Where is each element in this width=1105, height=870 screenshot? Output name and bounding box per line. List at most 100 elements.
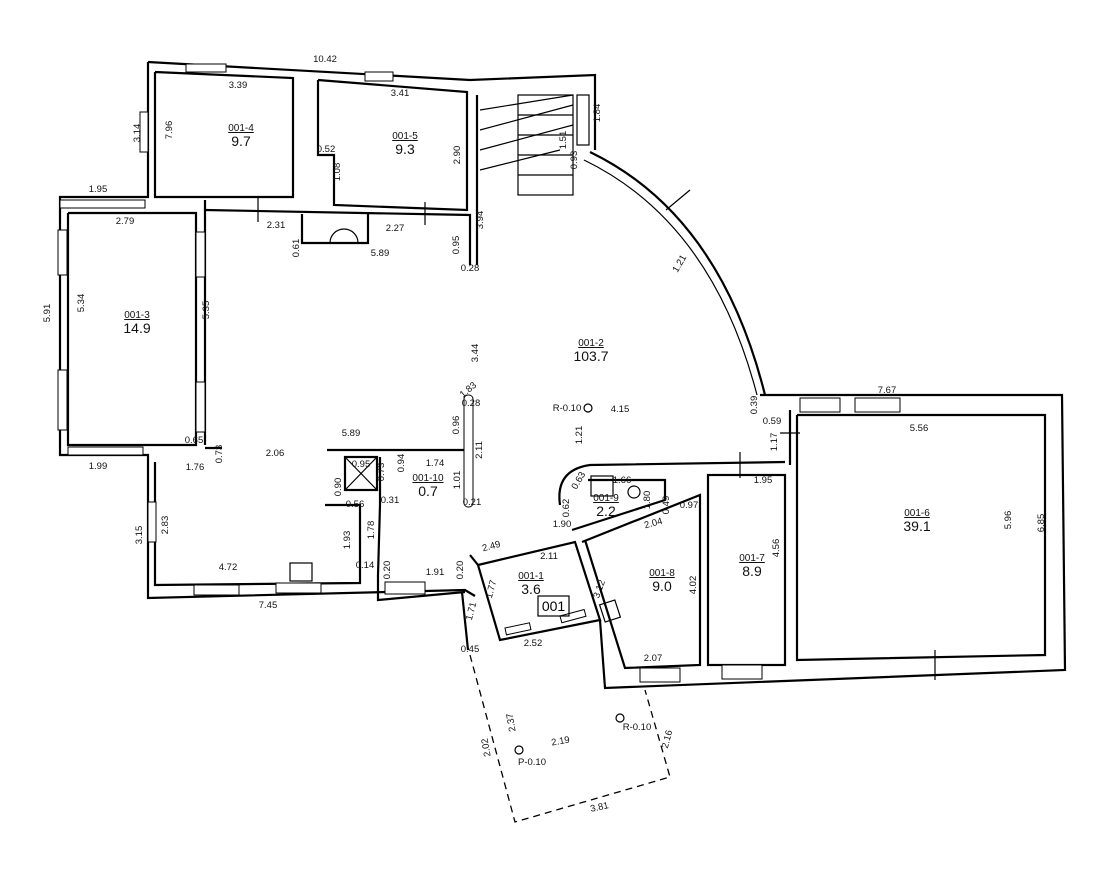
room-id: 001-4 — [228, 123, 254, 134]
terrace-outline — [469, 654, 671, 823]
dimension-label: 0.90 — [333, 478, 344, 497]
dimension-label: 5.34 — [76, 294, 87, 313]
dimension-label: 3.39 — [229, 80, 248, 91]
dimension-label: 2.16 — [660, 729, 675, 750]
dimension-label: 0.61 — [291, 239, 302, 258]
dimension-label: 4.02 — [688, 576, 699, 595]
room-area: 3.6 — [521, 581, 541, 597]
dimension-label: 3.15 — [134, 526, 145, 545]
dimension-label: 1.51 — [558, 131, 569, 150]
dimension-label: 6.85 — [1036, 514, 1047, 533]
room-id: 001-1 — [518, 571, 544, 582]
level-marker-label: P-0.10 — [518, 757, 546, 768]
level-marker-label: R-0.10 — [623, 722, 652, 733]
dimension-label: 1.17 — [769, 433, 780, 452]
dimension-label: 10.42 — [313, 54, 337, 65]
dimension-label: 5.91 — [42, 304, 53, 323]
dimension-label: 0.63 — [569, 470, 588, 492]
dimension-label: 0.14 — [356, 560, 375, 571]
room-area: 8.9 — [742, 563, 762, 579]
dimension-label: 0.28 — [461, 263, 480, 274]
dimension-label: 0.52 — [317, 144, 336, 155]
room-id: 001-6 — [904, 508, 930, 519]
dimension-label: 2.90 — [452, 146, 463, 165]
dimension-label: 0.31 — [381, 495, 400, 506]
dimension-label: 0.28 — [462, 398, 481, 409]
dimension-label: 2.27 — [386, 223, 405, 234]
dimension-label: 0.62 — [561, 499, 572, 518]
room-id: 001-9 — [593, 493, 619, 504]
room-area: 9.0 — [652, 578, 672, 594]
dimension-label: 2.37 — [505, 712, 519, 732]
dimension-label: 0.65 — [185, 435, 204, 446]
dimension-label: 4.56 — [771, 539, 782, 558]
room-id: 001-7 — [739, 553, 765, 564]
dimensions-layer: 10.423.397.963.143.410.521.082.901.841.5… — [42, 54, 1047, 815]
dimension-label: 0.20 — [382, 561, 393, 580]
room-id: 001-10 — [412, 473, 444, 484]
dimension-label: 0.56 — [346, 499, 365, 510]
dimension-label: 1.95 — [89, 184, 108, 195]
dimension-label: 0.49 — [661, 496, 672, 515]
plan-label: 001 — [537, 595, 570, 617]
room-id: 001-8 — [649, 568, 675, 579]
dimension-label: 7.45 — [259, 600, 278, 611]
markers-layer — [514, 403, 625, 755]
dimension-label: 1.66 — [613, 475, 632, 486]
dimension-label: 1.99 — [89, 461, 108, 472]
dimension-label: 1.84 — [592, 104, 603, 123]
room-area: 2.2 — [596, 503, 616, 519]
dimension-label: 3.41 — [391, 88, 410, 99]
level-marker-label: R-0.10 — [553, 403, 582, 414]
marker-labels: R-0.10R-0.10P-0.10 — [518, 403, 651, 768]
room-area: 14.9 — [123, 320, 150, 336]
dimension-label: 2.11 — [540, 551, 558, 562]
dimension-label: 0.94 — [396, 454, 407, 473]
dimension-label: 1.71 — [464, 601, 479, 622]
room-id: 001-3 — [124, 310, 150, 321]
dimension-label: 0.95 — [352, 459, 371, 470]
dimension-label: 3.44 — [470, 344, 481, 363]
dimension-label: 0.21 — [463, 497, 482, 508]
dimension-label: 2.04 — [643, 516, 664, 531]
dimension-label: 3.14 — [132, 124, 143, 143]
dimension-label: 1.74 — [426, 458, 445, 469]
dimension-label: 5.89 — [342, 428, 361, 439]
dimension-label: 5.89 — [371, 248, 390, 259]
dimension-label: 0.95 — [451, 236, 462, 255]
dimension-label: 5.96 — [1003, 511, 1014, 530]
dimension-label: 0.96 — [451, 416, 462, 435]
dimension-label: 2.49 — [481, 539, 502, 554]
dimension-label: 1.01 — [452, 471, 463, 490]
dimension-label: 0.20 — [455, 561, 466, 580]
dimension-label: 2.07 — [644, 653, 663, 664]
dimension-label: 1.21 — [574, 426, 585, 445]
room-id: 001-5 — [392, 131, 418, 142]
room-id: 001-2 — [578, 338, 604, 349]
dimension-label: 0.39 — [749, 396, 760, 415]
room-area: 103.7 — [573, 348, 608, 364]
dimension-label: 4.15 — [611, 404, 630, 415]
room-area: 9.3 — [395, 141, 415, 157]
dimension-label: 1.08 — [332, 163, 343, 182]
dimension-label: 3.81 — [589, 800, 609, 815]
dimension-label: 2.52 — [524, 638, 543, 649]
dimension-label: 7.67 — [878, 385, 897, 396]
dimension-label: 2.83 — [160, 516, 171, 535]
dimension-label: 1.78 — [366, 521, 377, 540]
dimension-label: 3.12 — [591, 579, 608, 600]
dimension-label: 3.94 — [475, 211, 486, 230]
staircase — [479, 94, 590, 196]
dimension-label: 1.95 — [754, 475, 773, 486]
dimension-label: 2.19 — [551, 735, 571, 749]
dimension-label: 0.73 — [376, 463, 387, 482]
dimension-label: 5.56 — [910, 423, 929, 434]
dimension-label: 2.06 — [266, 448, 285, 459]
dimension-label: 2.02 — [480, 737, 494, 757]
dimension-label: 2.11 — [474, 441, 485, 459]
dimension-label: 1.76 — [186, 462, 205, 473]
dimension-label: 1.80 — [642, 491, 653, 510]
dimension-label: 1.91 — [426, 567, 445, 578]
dimension-label: 2.31 — [267, 220, 286, 231]
